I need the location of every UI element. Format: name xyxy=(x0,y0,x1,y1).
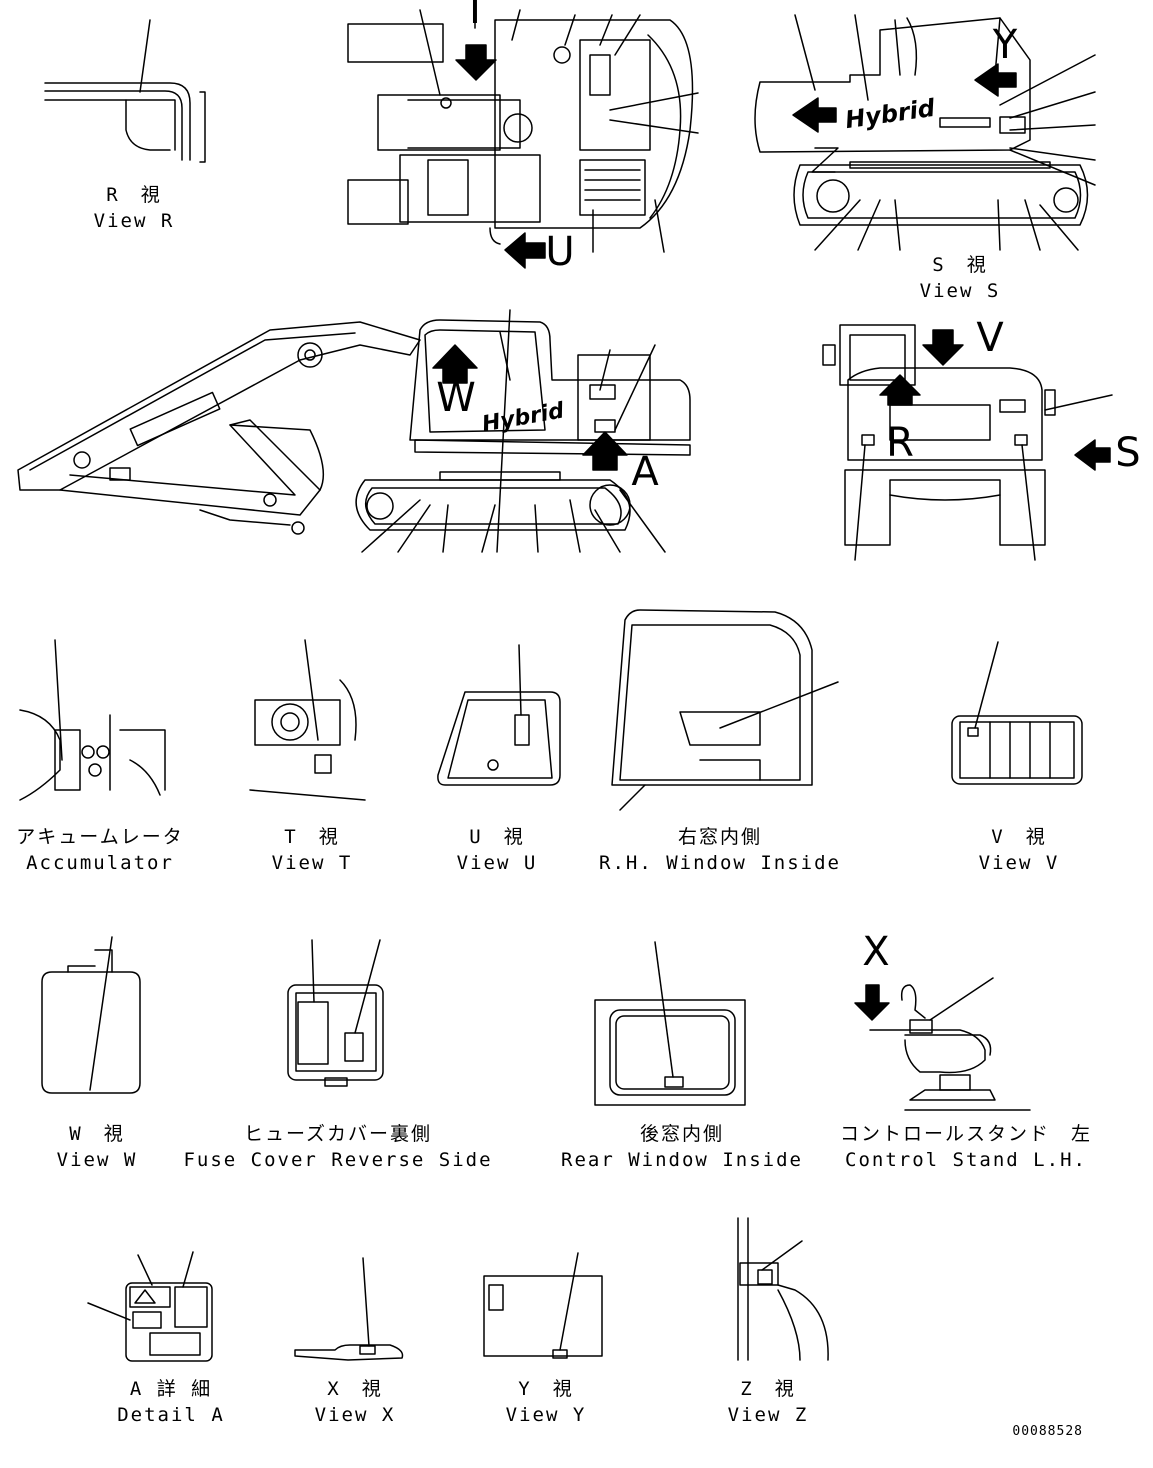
view-r-drawing xyxy=(45,20,205,162)
view-u-drawing xyxy=(438,645,560,785)
hybrid-decal-main: Hybrid xyxy=(480,398,566,437)
arrow-r xyxy=(880,375,920,405)
arrow-z xyxy=(793,98,836,132)
arrow-t xyxy=(456,45,496,80)
arrow-label-u: U xyxy=(545,229,575,275)
leader-line xyxy=(140,20,150,92)
arrow-a xyxy=(583,432,627,470)
arrow-label-y: Y xyxy=(992,22,1018,68)
arrow-label-v: V xyxy=(976,315,1004,361)
view-y-drawing xyxy=(484,1253,602,1358)
view-z-drawing xyxy=(738,1218,828,1360)
arrow-label-a: A xyxy=(631,449,659,495)
view-x-drawing xyxy=(295,1258,403,1360)
accumulator-drawing xyxy=(20,640,165,800)
arrow-label-t: T xyxy=(462,0,488,33)
view-v-drawing xyxy=(952,642,1082,784)
arrow-v xyxy=(923,330,963,365)
arrow-s xyxy=(1075,440,1110,470)
arrow-label-w: W xyxy=(436,375,476,421)
arrow-y xyxy=(975,64,1016,96)
rh-window-drawing xyxy=(612,610,838,810)
top-plan-view xyxy=(348,0,698,268)
arrow-x xyxy=(855,985,889,1020)
rear-window-drawing xyxy=(595,942,745,1105)
view-t-drawing xyxy=(250,640,365,800)
arrow-label-s: S xyxy=(1115,430,1141,476)
fuse-cover-drawing xyxy=(288,940,383,1086)
control-stand-drawing xyxy=(855,978,1030,1110)
arrow-w xyxy=(433,345,477,383)
arrow-label-x: X xyxy=(862,929,890,975)
detail-a-drawing xyxy=(88,1252,212,1361)
rear-view xyxy=(823,325,1112,560)
view-w-drawing xyxy=(42,937,140,1093)
drawing-number: 00088528 xyxy=(1012,1424,1083,1439)
excavator-side-view: Hybrid xyxy=(18,310,690,552)
arrow-u xyxy=(505,233,545,268)
arrow-label-r: R xyxy=(886,420,914,466)
view-s-drawing xyxy=(755,15,1095,250)
